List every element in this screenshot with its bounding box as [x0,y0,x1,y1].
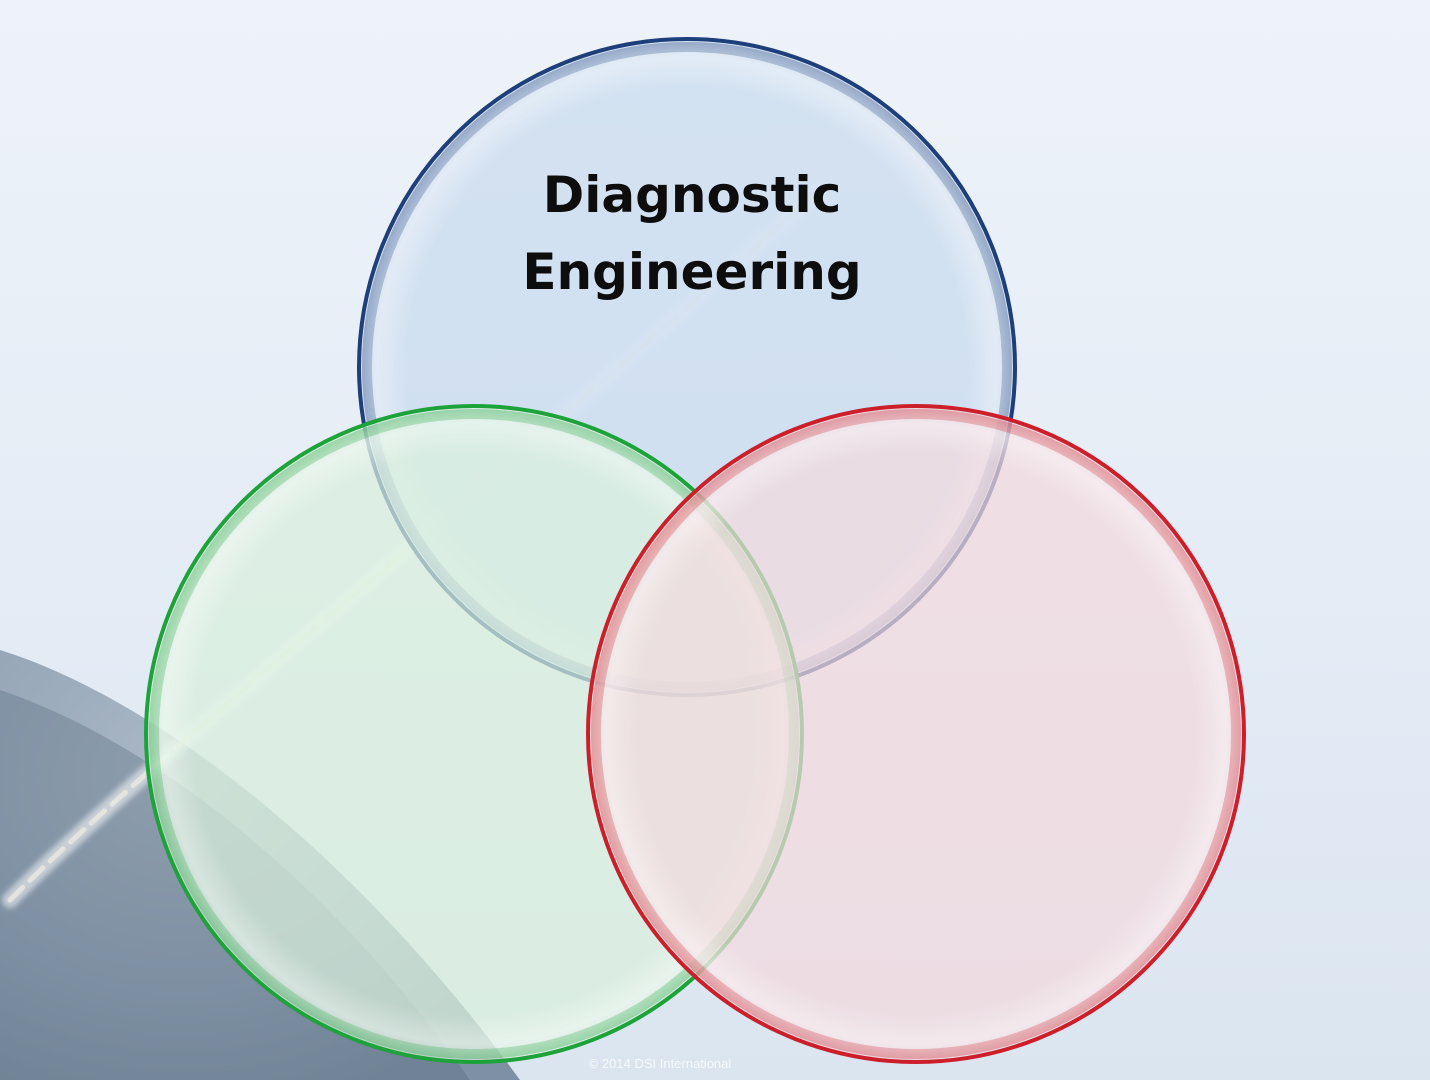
top-circle-label-line-1: Diagnostic [543,166,842,224]
right-circle-sheen [590,408,1242,1060]
top-circle-label-line-2: Engineering [522,243,861,301]
copyright-footer: © 2014 DSI International [589,1056,732,1071]
